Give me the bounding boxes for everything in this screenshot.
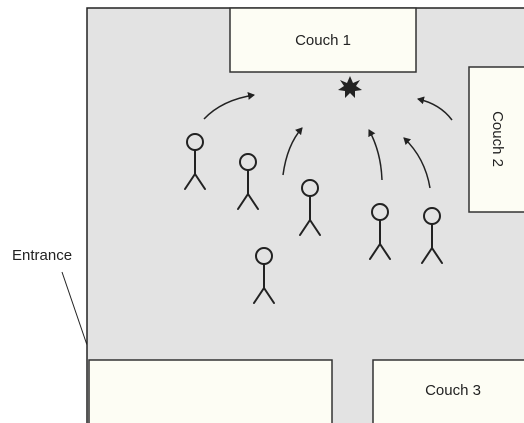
entrance-label: Entrance [12, 247, 72, 264]
curved-arrow-icon [403, 137, 431, 189]
couch-3: Couch 3 [372, 359, 524, 423]
curved-arrow-icon [203, 91, 255, 120]
stick-figure-icon [299, 179, 321, 236]
couch-1: Couch 1 [229, 7, 417, 73]
couch-3-label: Couch 3 [425, 382, 481, 399]
stick-figure-icon [421, 207, 443, 264]
stick-figure-icon [253, 247, 275, 304]
stick-figure-icon [184, 133, 206, 190]
couch-2: Couch 2 [468, 66, 524, 213]
stick-figure-icon [237, 153, 259, 210]
couch-1-label: Couch 1 [295, 32, 351, 49]
star-icon [338, 76, 362, 98]
couch-2-label: Couch 2 [489, 111, 506, 167]
room-floor [87, 8, 524, 423]
entrance-pointer [61, 271, 88, 346]
curved-arrow-icon [417, 96, 453, 121]
stick-figure-icon [369, 203, 391, 260]
couch-4 [88, 359, 333, 423]
curved-arrow-icon [282, 127, 303, 176]
curved-arrow-icon [368, 129, 383, 181]
